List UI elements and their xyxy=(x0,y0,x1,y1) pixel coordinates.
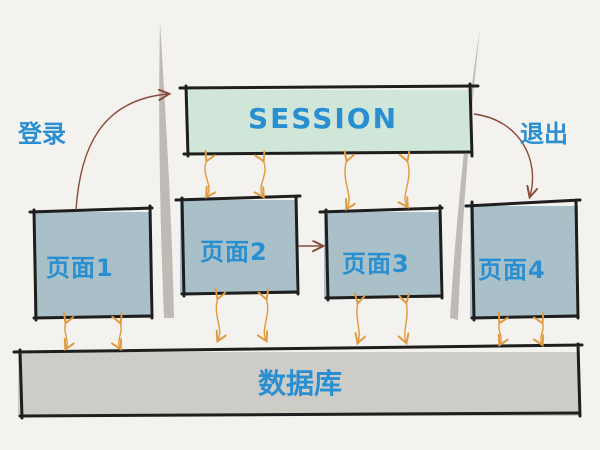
logout-label: 退出 xyxy=(520,120,568,148)
login-arrow xyxy=(75,94,168,211)
page4-label: 页面4 xyxy=(478,256,546,284)
page-database-links xyxy=(65,298,543,348)
session-label: SESSION xyxy=(248,102,399,135)
page2-block xyxy=(174,194,302,298)
page2-label: 页面2 xyxy=(200,238,268,266)
page1-label: 页面1 xyxy=(46,254,114,282)
database-block xyxy=(12,342,584,420)
page1-block xyxy=(28,204,154,322)
database-label: 数据库 xyxy=(258,367,343,400)
page3-label: 页面3 xyxy=(342,250,410,278)
left-pillar xyxy=(159,22,174,318)
session-page-links xyxy=(204,160,409,208)
right-pillar xyxy=(450,28,480,320)
login-label: 登录 xyxy=(18,120,66,148)
session-block xyxy=(178,82,480,158)
page3-block xyxy=(318,204,444,302)
page4-block xyxy=(464,198,582,322)
logout-arrow xyxy=(473,113,533,196)
